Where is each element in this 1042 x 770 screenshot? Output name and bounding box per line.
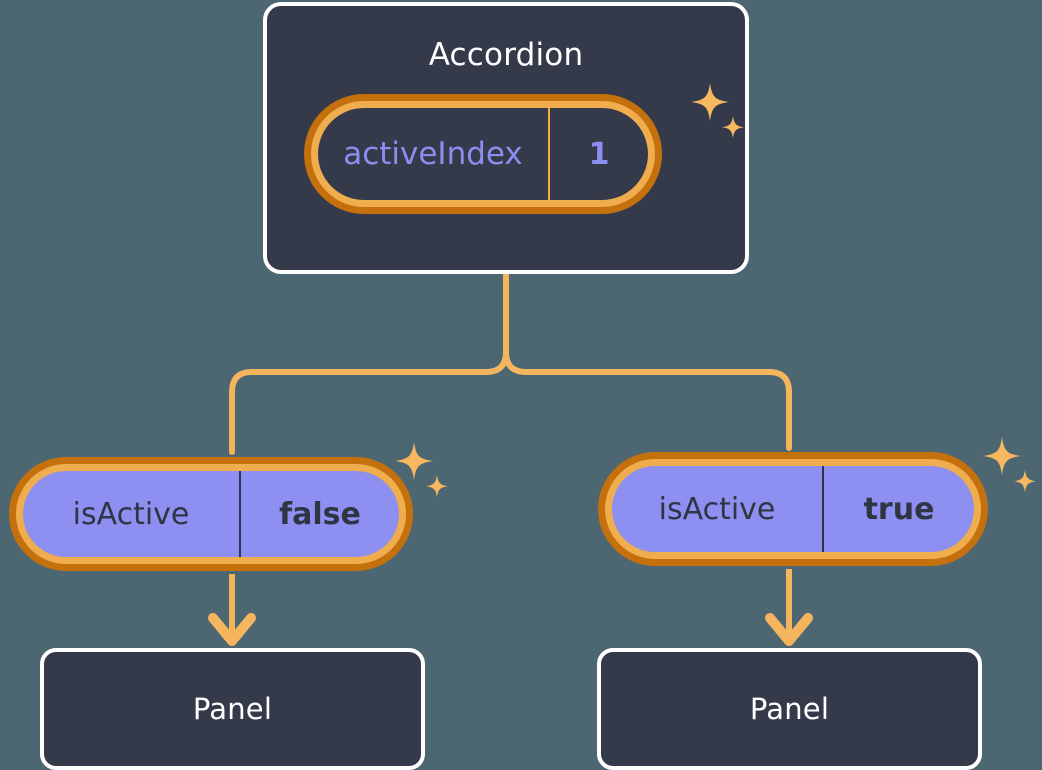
- prop-key-label: isActive: [23, 471, 241, 557]
- state-pill-is-active-true[interactable]: isActive true: [605, 459, 981, 559]
- state-key-label: activeIndex: [318, 108, 550, 200]
- page-title: Accordion: [428, 37, 584, 73]
- down-arrow-icon-left: [208, 574, 256, 646]
- panel-title: Panel: [749, 691, 830, 726]
- left-branch-connector: [229, 349, 509, 455]
- panel-component-card-left[interactable]: Panel: [40, 648, 425, 770]
- pill-body: activeIndex 1: [311, 101, 655, 207]
- prop-value-label: true: [863, 491, 935, 527]
- pill-body: isActive false: [16, 464, 406, 564]
- sparkle-icon: [980, 437, 1038, 499]
- panel-component-card-right[interactable]: Panel: [597, 648, 982, 770]
- down-arrow-icon-right: [765, 569, 813, 646]
- state-pill-active-index[interactable]: activeIndex 1: [311, 101, 655, 207]
- state-value-label: 1: [588, 136, 610, 172]
- prop-key-label: isActive: [612, 466, 824, 552]
- prop-value-label: false: [279, 496, 361, 532]
- panel-title: Panel: [192, 691, 273, 726]
- state-pill-is-active-false[interactable]: isActive false: [16, 464, 406, 564]
- pill-body: isActive true: [605, 459, 981, 559]
- right-branch-connector: [503, 349, 792, 451]
